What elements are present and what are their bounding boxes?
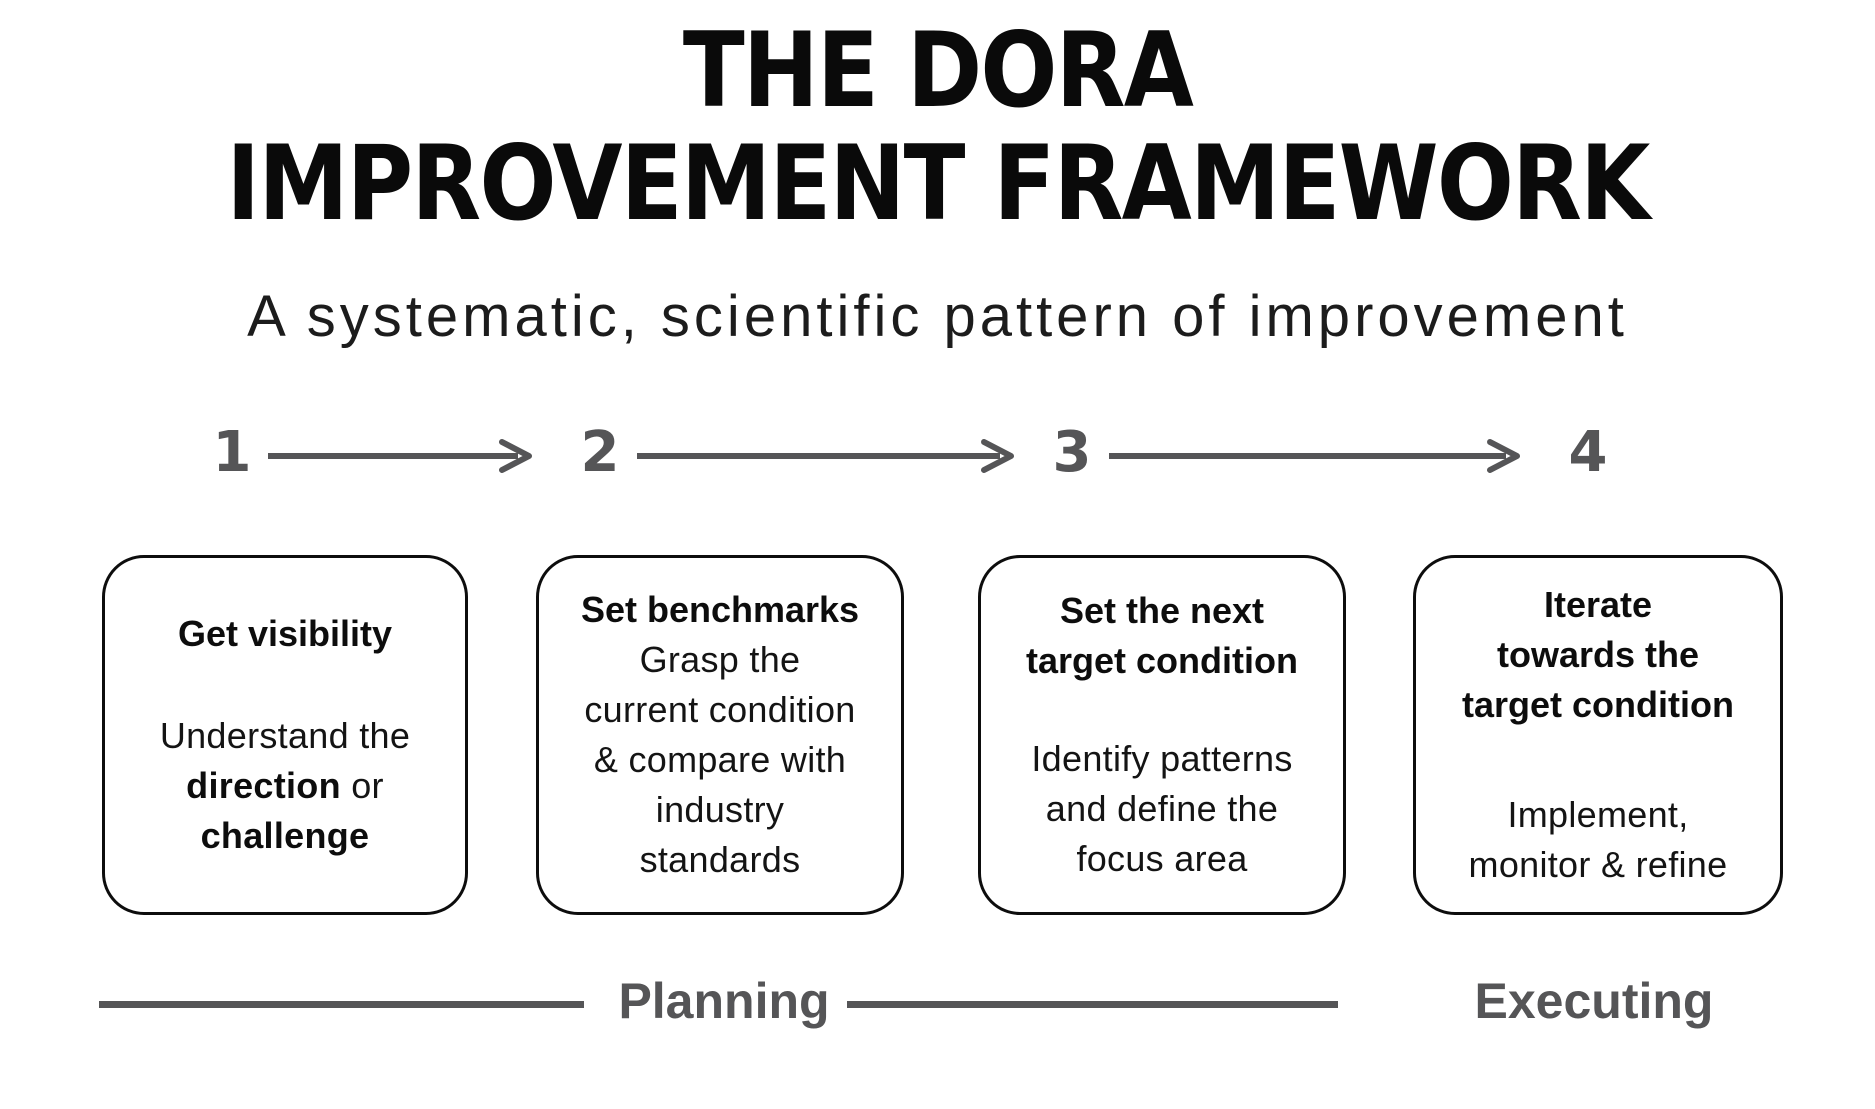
step-number-3: 3 bbox=[1052, 420, 1092, 485]
box-body-part: or bbox=[351, 765, 384, 806]
planning-phase-line-left bbox=[99, 1001, 584, 1008]
framework-box-get-visibility: Get visibility Understand the direction … bbox=[102, 555, 468, 915]
box-body: Understand the direction or challenge bbox=[160, 711, 410, 861]
box-body-part: Grasp the current condition & compare wi… bbox=[584, 639, 856, 880]
box-body-part: challenge bbox=[200, 815, 370, 856]
page-subtitle: A systematic, scientific pattern of impr… bbox=[247, 284, 1628, 349]
executing-phase-label: Executing bbox=[1474, 973, 1714, 1029]
arrow-right-icon bbox=[268, 434, 534, 483]
box-body-part: Implement, monitor & refine bbox=[1468, 794, 1728, 885]
step-number-1: 1 bbox=[212, 420, 252, 485]
box-heading: Get visibility bbox=[177, 613, 393, 654]
step-number-2: 2 bbox=[580, 420, 620, 485]
box-heading: Set the next target condition bbox=[1026, 590, 1298, 681]
box-body-part: Identify patterns and define the focus a… bbox=[1031, 738, 1293, 879]
box-body: Grasp the current condition & compare wi… bbox=[584, 635, 855, 885]
box-heading: Set benchmarks bbox=[580, 589, 860, 630]
page-title-line2: IMPROVEMENT FRAMEWORK bbox=[226, 124, 1650, 244]
page-title-line1: THE DORA bbox=[682, 11, 1194, 131]
box-body: Identify patterns and define the focus a… bbox=[1031, 734, 1292, 884]
arrow-right-icon bbox=[1109, 434, 1522, 483]
page-title: THE DORA IMPROVEMENT FRAMEWORK bbox=[0, 15, 1875, 241]
framework-box-iterate-towards-target: Iterate towards the target condition Imp… bbox=[1413, 555, 1783, 915]
framework-box-set-benchmarks: Set benchmarks Grasp the current conditi… bbox=[536, 555, 904, 915]
box-body-part: Understand the bbox=[159, 715, 411, 756]
framework-box-set-next-target-condition: Set the next target condition Identify p… bbox=[978, 555, 1346, 915]
step-number-4: 4 bbox=[1568, 420, 1608, 485]
box-heading: Iterate towards the target condition bbox=[1462, 584, 1734, 725]
box-body-part: direction bbox=[186, 765, 341, 806]
box-body: Implement, monitor & refine bbox=[1469, 790, 1728, 890]
arrow-right-icon bbox=[637, 434, 1016, 483]
planning-phase-line-right bbox=[847, 1001, 1338, 1008]
planning-phase-label: Planning bbox=[618, 973, 830, 1029]
